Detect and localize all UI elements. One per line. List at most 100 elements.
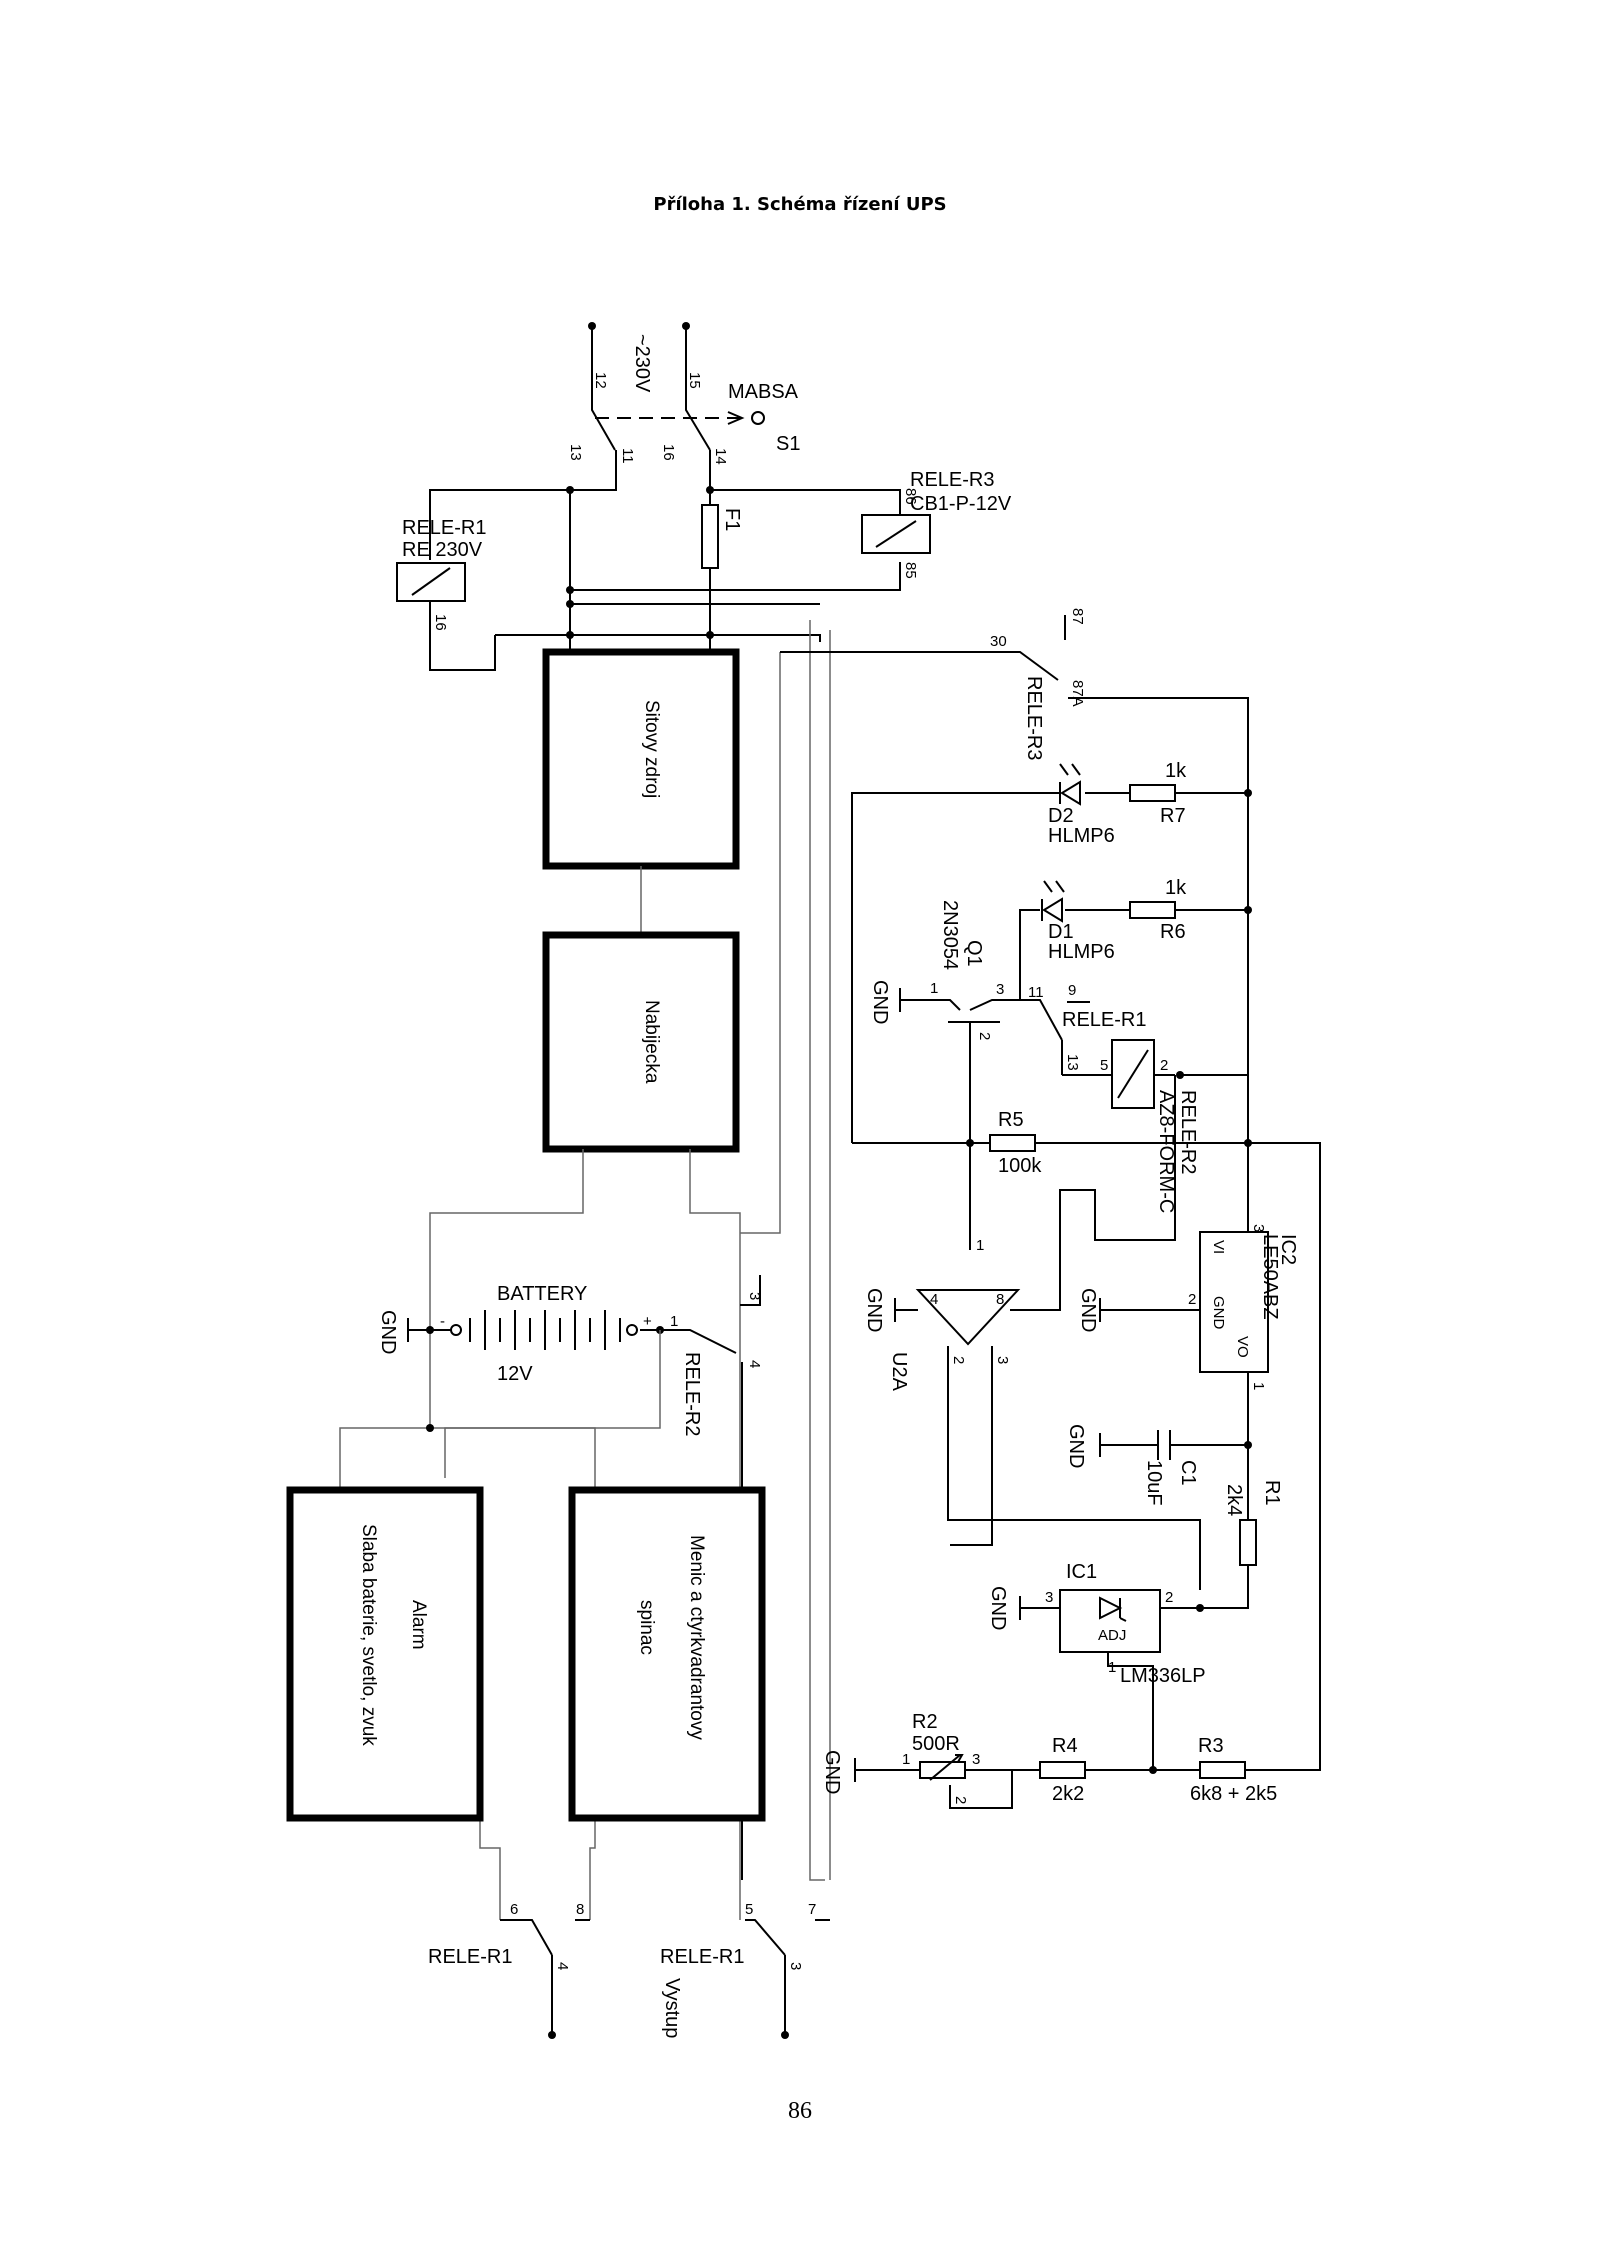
pin-label: 11 [619,448,636,464]
pin-label: 2 [976,1032,993,1040]
pin-label: 1 [670,1313,678,1330]
rele-r1-bottom-label-1: RELE-R1 [428,1946,512,1968]
divider-chain: GND 1 3 2 R2 500R R4 2k2 R3 6k8 + 2k5 [821,1711,1320,1809]
mains-input: ~230V MABSA S1 12 15 13 11 16 14 [567,322,800,491]
r1-value-label: 2k4 [1223,1484,1245,1516]
pin-label: 86 [902,488,919,505]
pin-label: 30 [990,633,1007,650]
ic2-label: IC2 [1277,1234,1299,1265]
d1-type-label: HLMP6 [1048,941,1115,963]
gnd-label: GND [987,1586,1009,1630]
relay-r1-contact-r2-coil: 11 9 13 5 2 RELE-R1 RELE-R2 AZ8-FORM-C [1020,982,1248,1241]
gnd-label: GND [821,1750,843,1794]
pin-label: 14 [712,448,729,465]
mains-wiring [429,486,901,671]
rele-r1-contact-label: RELE-R1 [1062,1009,1146,1031]
opamp-u2a: GND 4 8 1 2 3 U2A [863,1143,1201,1590]
pin-label: 11 [1028,984,1044,1001]
r2-value-label: 500R [912,1733,960,1755]
r4-value-label: 2k2 [1052,1783,1084,1805]
pin-label: 1 [902,1751,910,1768]
pin-label: 3 [1250,1224,1267,1232]
gnd-label: GND [869,980,891,1024]
pin-label: 6 [510,1901,518,1918]
vo-label: VO [1234,1336,1251,1358]
pin-label: 1 [1250,1382,1267,1390]
r5-value-label: 100k [998,1155,1042,1177]
rele-r2-coil-label: RELE-R2 [1177,1090,1199,1174]
switch-type-label: MABSA [728,381,799,403]
vi-label: VI [1210,1240,1227,1254]
r3-value-label: 6k8 + 2k5 [1190,1783,1277,1805]
block-menic: Menic a ctyrkvadrantovy spinac [568,1486,766,1822]
pin-label: 13 [1064,1054,1081,1071]
resistor-r1: R1 2k4 [1200,1445,1283,1609]
pin-label: 3 [972,1751,980,1768]
menic-desc-label: spinac [636,1600,657,1655]
pin-label: 3 [787,1962,804,1970]
r6-label: R6 [1160,921,1186,943]
ic1-label: IC1 [1066,1561,1097,1583]
fuse-f1: F1 [701,500,743,575]
pin-label: 15 [686,372,703,389]
pin-label: 13 [567,444,584,461]
az8-label: AZ8-FORM-C [1155,1090,1177,1213]
gnd-label: GND [1077,1288,1099,1332]
pin-label: + [643,1313,652,1330]
pin-label: 1 [976,1237,984,1254]
ic1-type-label: LM336LP [1120,1665,1206,1687]
pin-label: 87A [1069,680,1086,707]
capacitor-c1: GND C1 10uF [1065,1424,1252,1506]
nabijecka-label: Nabijecka [641,1000,662,1084]
pin-label: 2 [952,1796,969,1804]
cb1-label: CB1-P-12V [910,493,1012,515]
mains-voltage-label: ~230V [631,334,653,393]
r7-label: R7 [1160,805,1186,827]
battery-label: BATTERY [497,1283,587,1305]
pin-label: 3 [1045,1589,1053,1606]
pin-label: 4 [746,1360,763,1368]
q1-type-label: 2N3054 [939,900,961,970]
r6-value-label: 1k [1165,877,1187,899]
block-alarm: Alarm Slaba baterie, svetlo, zvuk [286,1486,484,1822]
pin-label: 1 [930,980,938,997]
regulator-ic2: GND 3 2 1 VI GND VO IC2 LE50ABZ [1077,1143,1299,1445]
page-title: Příloha 1. Schéma řízení UPS [653,194,947,215]
pin-label: 3 [994,1356,1011,1364]
pin-label: 8 [576,1901,584,1918]
menic-label: Menic a ctyrkvadrantovy [686,1535,707,1740]
pin-label: 1 [1108,1659,1116,1676]
r1-label: R1 [1261,1480,1283,1506]
r3-label: R3 [1198,1735,1224,1757]
pin-label: 3 [746,1292,763,1300]
pin-label: 2 [1188,1291,1196,1308]
battery-voltage-label: 12V [497,1363,533,1385]
alarm-label: Alarm [408,1600,429,1650]
pin-label: 12 [592,372,609,389]
s1-label: S1 [776,433,800,455]
f1-label: F1 [721,508,743,531]
c1-label: C1 [1177,1460,1199,1486]
rele-r3-contact-label: RELE-R3 [1023,676,1045,760]
gnd-label: GND [377,1310,399,1354]
pin-label: 5 [745,1901,753,1918]
rele-r1-bottom-label-2: RELE-R1 [660,1946,744,1968]
pin-label: 9 [1068,982,1076,999]
page-number: 86 [788,2098,812,2124]
gnd-label: GND [1065,1424,1087,1468]
sitovy-zdroj-label: Sitovy zdroj [641,700,662,798]
adj-label: ADJ [1098,1627,1126,1644]
led-d2-branch: D2 HLMP6 1k R7 [851,760,1252,1143]
pin-label: 3 [996,981,1004,998]
q1-label: Q1 [963,940,985,967]
pin-label: 7 [808,1901,816,1918]
c1-value-label: 10uF [1143,1460,1165,1506]
u2a-label: U2A [888,1352,910,1392]
pin-label: 16 [432,614,449,631]
pin-label: 5 [1100,1057,1108,1074]
battery: BATTERY 12V - + GND [377,1283,664,1385]
r4-label: R4 [1052,1735,1078,1757]
relay-r3-contact: 30 87 87A RELE-R3 [494,608,1249,1232]
re230-label: RE 230V [402,539,483,561]
